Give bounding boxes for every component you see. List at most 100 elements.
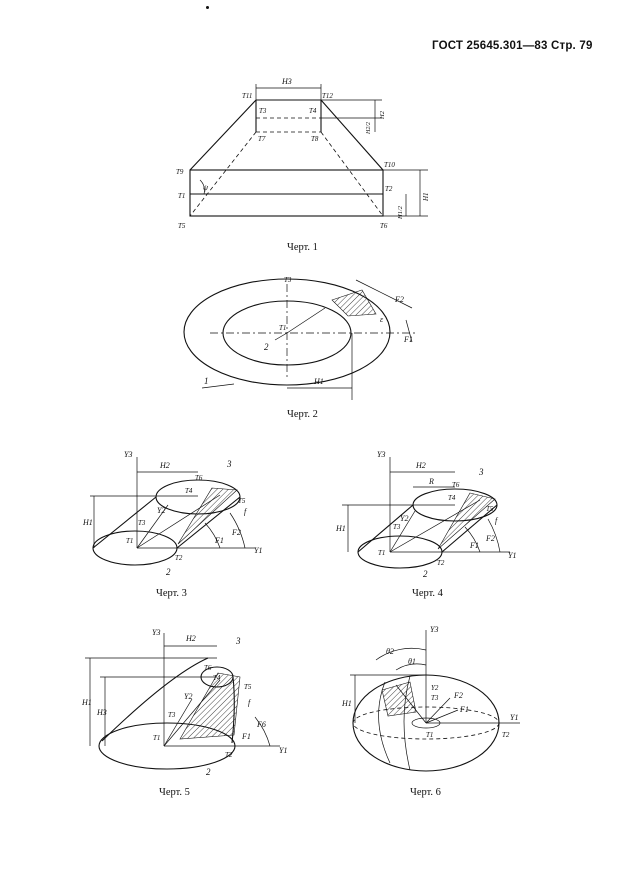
fig4-label-Y2: Y2 [400, 514, 408, 523]
fig5-label-Y2: Y2 [184, 692, 192, 701]
fig5-label-Y1: Y1 [279, 746, 287, 755]
fig5-label-T4: T4 [213, 674, 221, 682]
page-speck [206, 6, 209, 9]
fig2-label-T3: T3 [284, 276, 292, 284]
fig1-label-T7: T7 [258, 135, 266, 143]
fig3-label-T1: T1 [126, 537, 133, 545]
fig5-label-F6: F6 [256, 720, 266, 729]
fig2-label-T1: T1 [279, 324, 286, 332]
fig5-label-T5: T5 [244, 683, 252, 691]
fig3-label-F1: F1 [214, 536, 224, 545]
fig5-label-T1: T1 [153, 734, 160, 742]
figure-5-caption: Черт. 5 [159, 787, 190, 798]
fig5-label-T2: T2 [225, 751, 233, 759]
figure-6-ellipsoid: Y3 θ2 θ1 Y2 T3 F2 H1 F1 Y1 T1 T2 [341, 625, 520, 772]
fig2-label-H1: H1 [313, 377, 324, 386]
fig5-label-H3: H3 [96, 708, 107, 717]
fig4-label-T1: T1 [378, 549, 385, 557]
fig4-label-H2: H2 [415, 461, 426, 470]
fig3-label-H2: H2 [159, 461, 170, 470]
figure-3-caption: Черт. 3 [156, 588, 187, 599]
fig1-label-T11: T11 [242, 92, 252, 100]
fig4-label-Y1: Y1 [508, 551, 516, 560]
fig4-label-n2: 2 [423, 569, 428, 579]
figure-2-caption: Черт. 2 [287, 409, 318, 420]
fig1-label-H3: H3 [281, 77, 292, 86]
figure-1-caption: Черт. 1 [287, 242, 318, 253]
fig5-label-H1: H1 [81, 698, 92, 707]
fig4-label-R: R [428, 477, 434, 486]
fig1-label-T4: T4 [309, 107, 317, 115]
fig5-label-n2: 2 [206, 767, 211, 777]
fig6-label-T2: T2 [502, 731, 510, 739]
fig3-label-T3: T3 [138, 519, 146, 527]
fig4-label-F1: F1 [469, 541, 479, 550]
fig6-label-T3: T3 [431, 694, 439, 702]
fig1-label-T9: T9 [176, 168, 184, 176]
fig1-label-H2: H2 [379, 110, 386, 120]
fig5-label-H2: H2 [185, 634, 196, 643]
fig3-label-Y2: Y2 [157, 506, 165, 515]
fig6-label-Y2: Y2 [431, 684, 439, 692]
fig6-label-theta1: θ1 [408, 657, 416, 666]
fig3-label-T4: T4 [185, 487, 193, 495]
fig3-label-n3: 3 [226, 459, 232, 469]
fig3-label-n2: 2 [166, 567, 171, 577]
fig3-label-F2: F2 [231, 528, 241, 537]
figure-1-truncated-pyramid: H3 T11 T12 T3 T4 T7 T8 T9 T10 T1 T2 T5 T… [176, 77, 430, 230]
fig2-label-n1: 1 [204, 376, 209, 386]
fig3-label-T5: T5 [238, 497, 246, 505]
fig2-label-n2: 2 [264, 342, 269, 352]
fig2-label-eps: ε [380, 315, 384, 324]
fig1-label-H2half: H2/2 [366, 122, 372, 135]
fig4-label-H1: H1 [335, 524, 346, 533]
fig5-label-n3: 3 [235, 636, 241, 646]
fig6-label-F1: F1 [459, 705, 469, 714]
fig6-label-F2: F2 [453, 691, 463, 700]
fig3-label-H1: H1 [82, 518, 93, 527]
fig5-label-T3: T3 [168, 711, 176, 719]
fig6-label-Y3: Y3 [430, 625, 438, 634]
fig3-label-Y3: Y3 [124, 450, 132, 459]
figure-6-caption: Черт. 6 [410, 787, 441, 798]
fig5-label-F1: F1 [241, 732, 251, 741]
fig6-label-T1: T1 [426, 731, 433, 739]
fig1-label-T8: T8 [311, 135, 319, 143]
page-header: ГОСТ 25645.301—83 Стр. 79 [432, 40, 593, 52]
figure-4-inclined-cylinder-radius: Y3 H2 R T6 3 T4 T5 Y2 T3 f H1 F2 T1 F1 T… [335, 450, 516, 579]
fig1-label-T10: T10 [384, 161, 395, 169]
fig6-label-theta2: θ2 [386, 647, 394, 656]
fig1-label-T3: T3 [259, 107, 267, 115]
fig2-label-F1: F1 [403, 335, 413, 344]
figure-3-inclined-cylinder: Y3 H2 T6 3 T4 T5 Y2 T3 f H1 F2 T1 F1 T2 … [82, 450, 262, 577]
fig1-label-H1half: H1/2 [397, 205, 404, 220]
fig4-label-n3: 3 [478, 467, 484, 477]
fig6-label-Y1: Y1 [510, 713, 518, 722]
fig3-label-T6: T6 [195, 474, 203, 482]
fig5-label-T6: T6 [204, 664, 212, 672]
fig5-label-Y3: Y3 [152, 628, 160, 637]
fig1-label-T12: T12 [322, 92, 333, 100]
fig1-label-T6: T6 [380, 222, 388, 230]
fig5-label-f: f [248, 698, 252, 707]
fig3-label-Y1: Y1 [254, 546, 262, 555]
fig4-label-f: f [495, 516, 499, 525]
fig4-label-T2: T2 [437, 559, 445, 567]
figure-4-caption: Черт. 4 [412, 588, 443, 599]
fig1-label-T2: T2 [385, 185, 393, 193]
fig3-label-f: f [244, 507, 248, 516]
fig4-label-Y3: Y3 [377, 450, 385, 459]
fig6-label-H1: H1 [341, 699, 352, 708]
fig1-label-T5: T5 [178, 222, 186, 230]
fig1-label-H1: H1 [422, 192, 430, 202]
figure-2-annular-ellipse: T3 T1 F2 ε F1 2 1 H1 [183, 276, 418, 400]
fig4-label-T6: T6 [452, 481, 460, 489]
fig4-label-T5: T5 [486, 505, 494, 513]
figure-5-oblique-cone: Y3 H2 3 T6 T4 T5 Y2 f H1 H3 T3 F6 T1 F1 … [81, 628, 287, 777]
fig1-label-T1: T1 [178, 192, 185, 200]
fig4-label-F2: F2 [485, 534, 495, 543]
fig4-label-T3: T3 [393, 523, 401, 531]
fig3-label-T2: T2 [175, 554, 183, 562]
fig2-label-F2: F2 [394, 295, 404, 304]
fig4-label-T4: T4 [448, 494, 456, 502]
